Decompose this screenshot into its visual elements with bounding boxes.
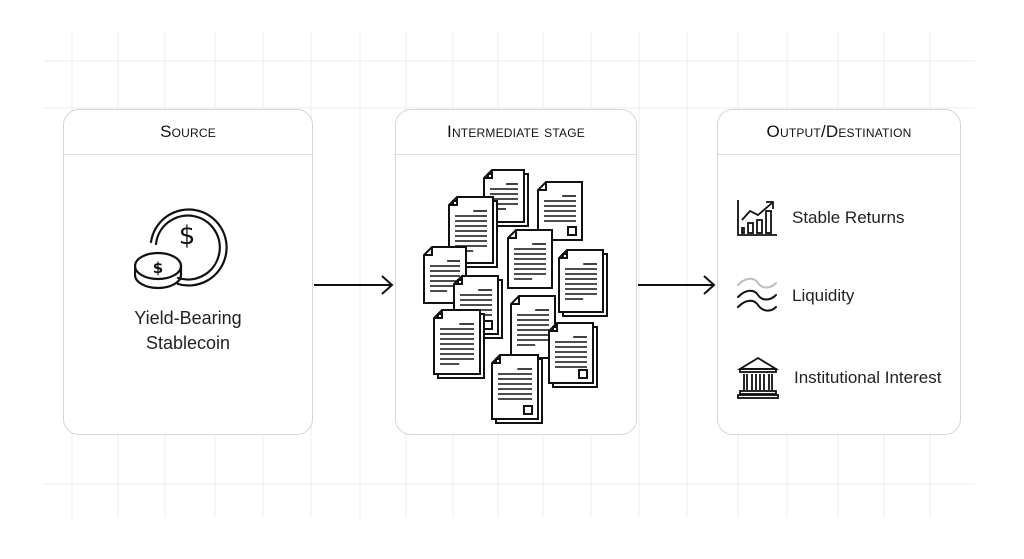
growth-chart-icon bbox=[737, 200, 777, 236]
document-icon bbox=[537, 181, 583, 241]
document-stack-icon bbox=[423, 169, 608, 424]
stable-returns-label: Stable Returns bbox=[792, 208, 905, 227]
output-item-liquidity: Liquidity bbox=[736, 275, 854, 317]
source-card: Source $ $ Yield-Bearing Stablecoin bbox=[63, 109, 313, 435]
source-label-line-1: Yield-Bearing bbox=[134, 308, 242, 328]
source-label: Yield-Bearing Stablecoin bbox=[64, 306, 312, 356]
arrow-right-icon bbox=[314, 275, 394, 295]
intermediate-card: Intermediate stage bbox=[395, 109, 637, 435]
output-card-header: Output/Destination bbox=[718, 110, 960, 155]
source-label-line-2: Stablecoin bbox=[145, 333, 231, 353]
source-title: Source bbox=[160, 122, 216, 141]
coins-dollar-icon: $ $ bbox=[134, 208, 228, 290]
output-card: Output/Destination Stable Returns Liquid bbox=[717, 109, 961, 435]
svg-text:$: $ bbox=[179, 221, 196, 251]
document-icon bbox=[510, 295, 556, 359]
document-icon bbox=[548, 322, 598, 388]
arrow-right-icon bbox=[638, 275, 716, 295]
intermediate-title: Intermediate stage bbox=[447, 122, 585, 141]
output-item-stable-returns: Stable Returns bbox=[736, 198, 904, 238]
source-card-header: Source bbox=[64, 110, 312, 155]
institutional-interest-label: Institutional Interest bbox=[794, 368, 942, 387]
output-item-institutional-interest: Institutional Interest bbox=[736, 356, 941, 400]
output-title: Output/Destination bbox=[766, 122, 912, 141]
document-icon bbox=[491, 354, 543, 424]
document-icon bbox=[558, 249, 608, 317]
svg-text:$: $ bbox=[153, 259, 163, 277]
bank-building-icon bbox=[736, 356, 780, 399]
intermediate-card-header: Intermediate stage bbox=[396, 110, 636, 155]
waves-icon bbox=[737, 277, 777, 312]
liquidity-label: Liquidity bbox=[792, 286, 855, 305]
document-icon bbox=[507, 229, 553, 289]
document-icon bbox=[433, 309, 485, 379]
